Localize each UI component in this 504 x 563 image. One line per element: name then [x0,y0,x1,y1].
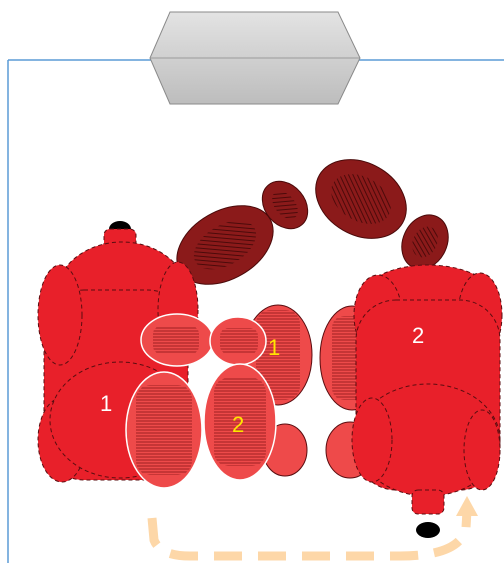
exchange-box [150,12,360,104]
robot-right-label: 2 [412,323,424,348]
cube-large-left [126,372,202,488]
cube-center-bottom: 2 [204,364,276,480]
arrow-head-icon [456,496,478,516]
robot-left-label: 1 [100,391,112,416]
cube-two-label: 2 [232,412,244,437]
robot-right: 2 [352,265,502,538]
cube-one-label: 1 [268,335,280,360]
cube-small-left [141,314,213,366]
